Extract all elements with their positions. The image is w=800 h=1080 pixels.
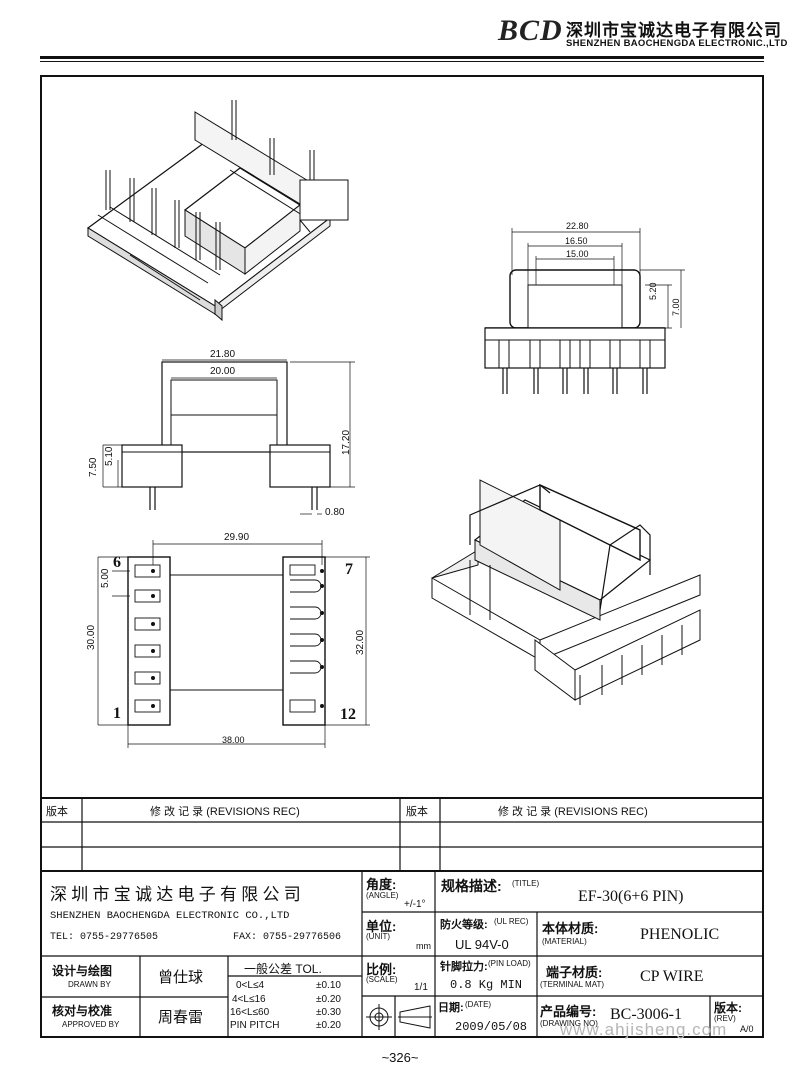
header-company-cn: 深圳市宝诚达电子有限公司	[566, 21, 782, 40]
dim-bot-h1: 30.00	[86, 624, 97, 650]
dim-side-h3: 17.20	[341, 429, 352, 455]
rev-col-ver-right: 版本	[406, 806, 428, 818]
tb-tol-r2: 4<L≤16	[232, 994, 266, 1005]
tb-term-cn: 端子材质:	[546, 965, 603, 980]
tb-tol-r4: PIN PITCH	[230, 1020, 280, 1031]
tb-drawn-en: DRAWN BY	[68, 980, 111, 989]
tb-company-cn: 深 圳 市 宝 诚 达 电 子 有 限 公 司	[50, 885, 301, 904]
tb-mat-en: (MATERIAL)	[542, 937, 587, 946]
rev-col-ver-left: 版本	[46, 806, 68, 818]
tb-fax: FAX: 0755-29776506	[233, 932, 342, 943]
tb-tol-r1: 0<L≤4	[236, 980, 265, 991]
title-block-lines	[40, 871, 764, 1038]
tb-angle-en: (ANGLE)	[366, 891, 399, 900]
dim-bot-h2: 32.00	[355, 629, 366, 655]
tb-rev-val: A/0	[740, 1024, 754, 1034]
pin-label-1: 1	[113, 705, 121, 722]
tb-title-cn: 规格描述:	[441, 878, 502, 894]
tb-appr-en: APPROVED BY	[62, 1020, 120, 1029]
tb-scale-val: 1/1	[414, 982, 428, 993]
tb-rev-en: (REV)	[714, 1014, 736, 1023]
dim-top-w1: 22.80	[566, 221, 589, 231]
tb-tol-v3: ±0.30	[316, 1007, 341, 1018]
dim-pin-dia: 0.80	[325, 507, 345, 518]
drawing-frame	[40, 75, 764, 1038]
tb-scale-en: (SCALE)	[366, 975, 398, 984]
tb-drawn-name: 曾仕球	[158, 970, 204, 986]
tb-dwg-cn: 产品编号:	[540, 1004, 597, 1019]
dim-top-h2: 7.00	[671, 298, 681, 316]
header-rule	[40, 56, 764, 59]
top-view	[484, 228, 685, 394]
dim-side-w2: 20.00	[210, 366, 236, 377]
bottom-view	[97, 540, 370, 748]
tb-term-val: CP WIRE	[640, 968, 704, 985]
tb-date-en: (DATE)	[465, 1000, 492, 1009]
tb-rev-cn: 版本:	[714, 1001, 742, 1015]
revision-table-lines	[40, 797, 764, 872]
tb-date-val: 2009/05/08	[455, 1020, 528, 1034]
tb-mat-cn: 本体材质:	[542, 921, 599, 936]
pin-label-12: 12	[340, 706, 356, 723]
tb-tol-title: 一般公差 TOL.	[244, 962, 322, 976]
dim-bot-w1: 29.90	[224, 532, 250, 543]
pin-label-7: 7	[345, 561, 353, 578]
tb-unit-cn: 单位:	[366, 919, 397, 934]
dim-top-h1: 5.20	[648, 282, 658, 300]
side-view	[102, 359, 355, 515]
page-number: ~326~	[381, 1050, 419, 1065]
projection-symbol-icon	[366, 1004, 432, 1030]
isometric-view-bottom	[431, 479, 701, 705]
tb-company-en: SHENZHEN BAOCHENGDA ELECTRONIC CO.,LTD	[50, 910, 290, 922]
header-rule-thin	[40, 61, 764, 62]
tb-ul-cn: 防火等级:	[440, 919, 488, 931]
tb-ul-val: UL 94V-0	[455, 937, 509, 952]
dim-bot-pitch: 5.00	[100, 568, 111, 588]
dim-top-w3: 15.00	[566, 249, 589, 259]
tb-term-en: (TERMINAL MAT)	[540, 980, 604, 989]
tb-scale-cn: 比例:	[366, 962, 397, 977]
tb-date-cn: 日期:	[438, 1002, 464, 1014]
rev-col-rec-right: 修 改 记 录 (REVISIONS REC)	[498, 806, 648, 818]
tb-tol-v4: ±0.20	[316, 1020, 341, 1031]
tb-appr-cn: 核对与校准	[52, 1004, 113, 1018]
dim-side-w1: 21.80	[210, 349, 236, 360]
tb-title-val: EF-30(6+6 PIN)	[578, 888, 684, 905]
header-company-en: SHENZHEN BAOCHENGDA ELECTRONIC.,LTD	[566, 38, 788, 49]
tb-tol-r3: 16<L≤60	[230, 1007, 270, 1018]
tb-appr-name: 周春雷	[158, 1010, 204, 1026]
tb-tol-v2: ±0.20	[316, 994, 341, 1005]
tb-dwg-val: BC-3006-1	[610, 1006, 682, 1023]
tb-ul-en: (UL REC)	[494, 917, 529, 926]
tb-dwg-en: (DRAWING NO)	[540, 1019, 598, 1028]
tb-unit-val: mm	[416, 941, 431, 951]
isometric-view-top	[86, 100, 349, 322]
dim-side-h1: 7.50	[88, 457, 99, 477]
tb-pinload-en: (PIN LOAD)	[488, 959, 531, 968]
tb-pinload-val: 0.8 Kg MIN	[450, 978, 523, 992]
tb-pinload-cn: 针脚拉力:	[440, 961, 488, 973]
rev-col-rec-left: 修 改 记 录 (REVISIONS REC)	[150, 806, 300, 818]
watermark: www.ahjisheng.com	[560, 1020, 728, 1039]
tb-unit-en: (UNIT)	[366, 932, 390, 941]
tb-tel: TEL: 0755-29776505	[50, 932, 159, 943]
tb-angle-cn: 角度:	[366, 877, 397, 892]
dim-top-w2: 16.50	[565, 236, 588, 246]
dim-bot-w2: 38.00	[222, 735, 245, 745]
tb-drawn-cn: 设计与绘图	[52, 964, 113, 978]
tb-angle-val: +/-1°	[404, 899, 426, 910]
tb-tol-v1: ±0.10	[316, 980, 341, 991]
company-logo: BCD	[498, 14, 563, 47]
tb-mat-val: PHENOLIC	[640, 926, 720, 943]
dim-side-h2: 5.10	[104, 446, 115, 466]
tb-title-en: (TITLE)	[512, 879, 540, 888]
pin-label-6: 6	[113, 554, 121, 571]
